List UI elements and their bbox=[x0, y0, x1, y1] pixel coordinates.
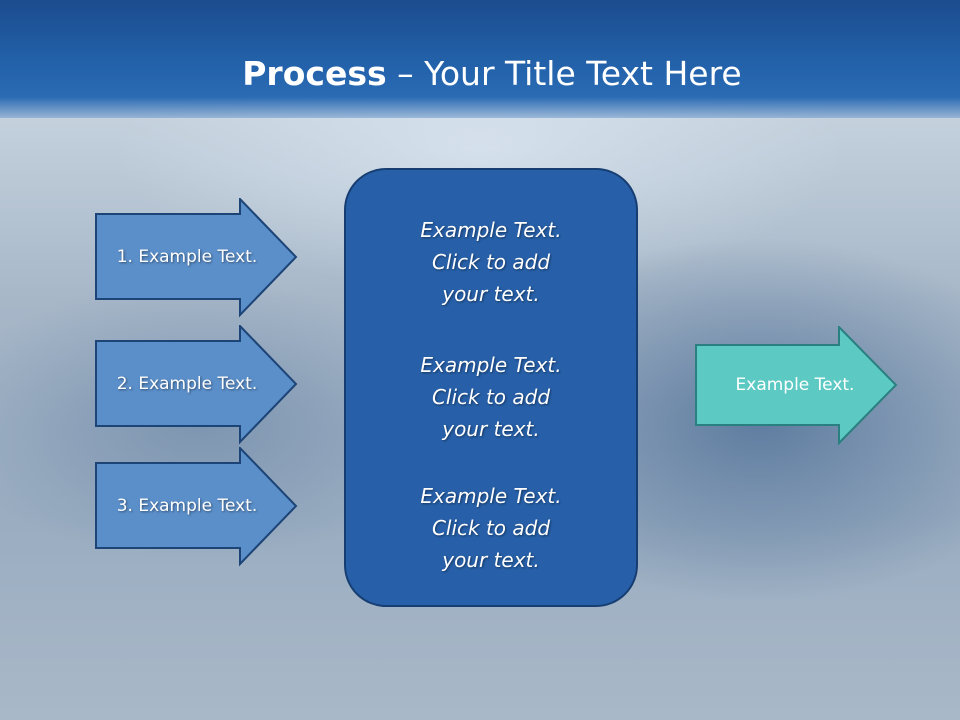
arrow-shape-2 bbox=[95, 325, 298, 445]
center-process-box[interactable]: Example Text. Click to add your text. Ex… bbox=[344, 168, 638, 607]
center-block-3-line-3: your text. bbox=[442, 548, 540, 572]
center-block-3-line-2: Click to add bbox=[431, 516, 551, 540]
center-block-3-line-1: Example Text. bbox=[420, 484, 562, 508]
output-arrow-label: Example Text. bbox=[735, 375, 855, 395]
arrow-shape-1 bbox=[95, 198, 298, 318]
center-block-2-line-1: Example Text. bbox=[420, 353, 562, 377]
center-block-2-line-2: Click to add bbox=[431, 385, 551, 409]
input-arrow-1-label: 1. Example Text. bbox=[116, 247, 258, 267]
center-block-1-line-3: your text. bbox=[442, 282, 540, 306]
center-text-block-2: Example Text. Click to add your text. bbox=[346, 349, 636, 445]
output-arrow-shape bbox=[695, 326, 898, 446]
center-block-2-line-3: your text. bbox=[442, 417, 540, 441]
center-text-block-3: Example Text. Click to add your text. bbox=[346, 480, 636, 576]
center-block-1-line-2: Click to add bbox=[431, 250, 551, 274]
slide-title[interactable]: Process – Your Title Text Here bbox=[0, 52, 960, 96]
center-block-1-line-1: Example Text. bbox=[420, 218, 562, 242]
title-band bbox=[0, 0, 960, 118]
title-bold-text: Process bbox=[242, 54, 387, 93]
input-arrow-2-label: 2. Example Text. bbox=[116, 374, 258, 394]
center-text-block-1: Example Text. Click to add your text. bbox=[346, 214, 636, 310]
input-arrow-3-label: 3. Example Text. bbox=[116, 496, 258, 516]
input-arrow-3[interactable]: 3. Example Text. bbox=[95, 447, 298, 567]
input-arrow-1[interactable]: 1. Example Text. bbox=[95, 198, 298, 318]
input-arrow-2[interactable]: 2. Example Text. bbox=[95, 325, 298, 445]
arrow-shape-3 bbox=[95, 447, 298, 567]
output-arrow[interactable]: Example Text. bbox=[695, 326, 898, 446]
title-rest-text: – Your Title Text Here bbox=[386, 54, 742, 93]
